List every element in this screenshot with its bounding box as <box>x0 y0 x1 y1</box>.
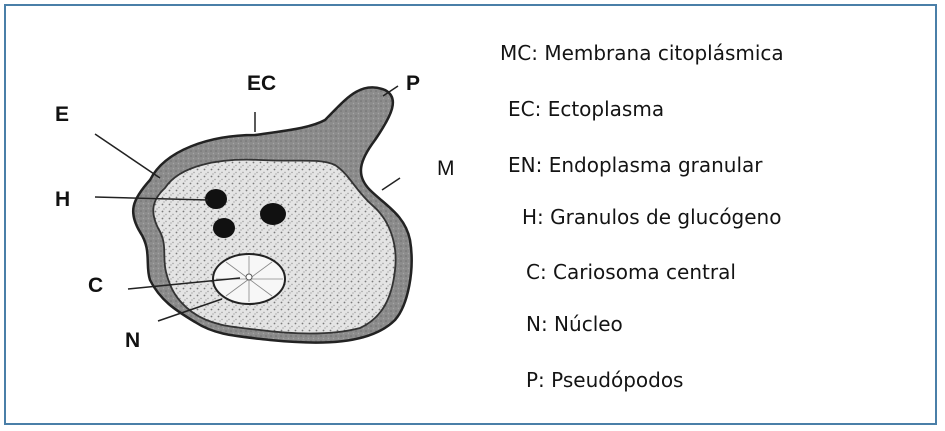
legend-item-ec: EC: Ectoplasma <box>508 99 664 119</box>
legend-item-en: EN: Endoplasma granular <box>508 155 763 175</box>
legend-item-h: H: Granulos de glucógeno <box>522 207 781 227</box>
legend-item-mc: MC: Membrana citoplásmica <box>500 43 784 63</box>
legend-item-c: C: Cariosoma central <box>526 262 736 282</box>
legend-item-n: N: Núcleo <box>526 314 623 334</box>
legend-item-p: P: Pseudópodos <box>526 370 683 390</box>
